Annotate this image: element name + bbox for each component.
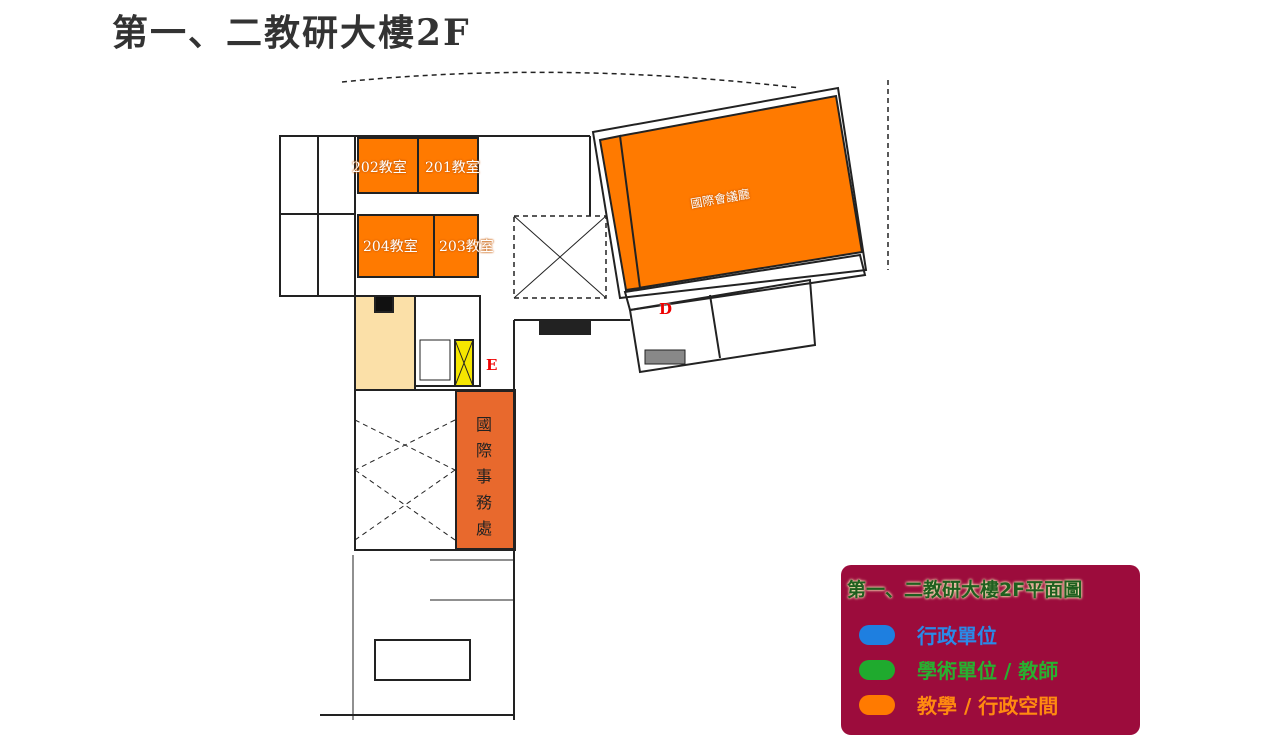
floor-plan bbox=[279, 71, 889, 720]
green-swatch-icon bbox=[859, 659, 895, 680]
legend-title: 第一、二教研大樓2F平面圖 bbox=[847, 579, 1083, 601]
orange-swatch-icon bbox=[859, 694, 895, 715]
room-201[interactable] bbox=[417, 137, 479, 194]
marker-e: E bbox=[486, 356, 498, 374]
room-202[interactable] bbox=[357, 137, 419, 194]
legend-item-admin: 行政單位 bbox=[859, 620, 997, 649]
international-affairs-office[interactable] bbox=[455, 390, 515, 550]
page-title: 第一、二教研大樓2F bbox=[112, 12, 471, 54]
blue-swatch-icon bbox=[859, 624, 895, 645]
legend-item-academic: 學術單位 / 教師 bbox=[859, 655, 1058, 684]
room-204-label: 204教室 bbox=[363, 239, 418, 255]
marker-d: D bbox=[659, 300, 673, 318]
legend-item-teaching: 教學 / 行政空間 bbox=[859, 690, 1058, 719]
room-201-label: 201教室 bbox=[425, 160, 480, 176]
legend: 第一、二教研大樓2F平面圖 行政單位 學術單位 / 教師 教學 / 行政空間 bbox=[841, 565, 1140, 735]
office-label: 國際事務處 bbox=[476, 415, 493, 538]
curved-outline bbox=[341, 71, 801, 89]
room-202-label: 202教室 bbox=[352, 160, 407, 176]
room-203-label: 203教室 bbox=[439, 239, 494, 255]
room-203[interactable] bbox=[433, 214, 479, 278]
